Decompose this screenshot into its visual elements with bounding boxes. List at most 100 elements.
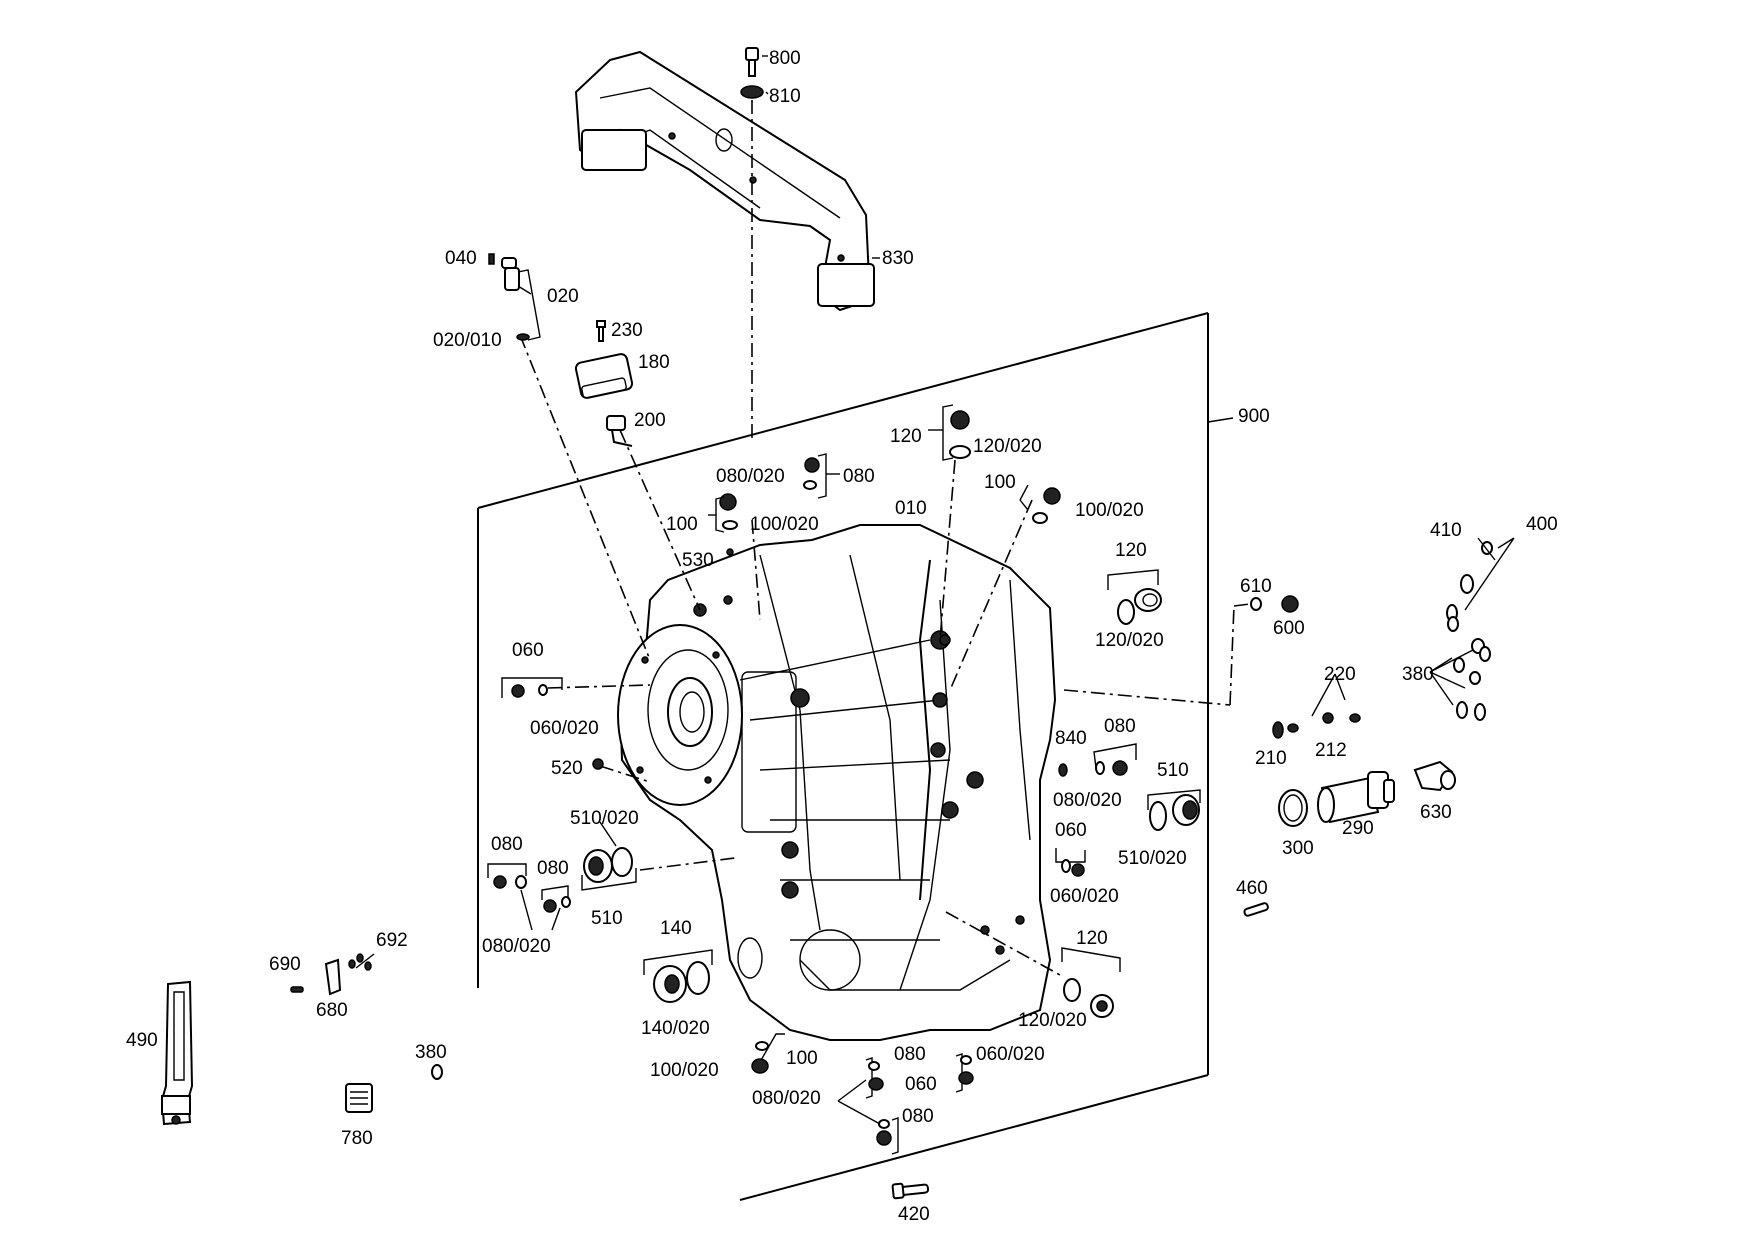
plug-510-left [583, 849, 613, 883]
seal-060-020-right [1061, 859, 1071, 873]
bolt-420 [891, 1182, 930, 1200]
label-060-left: 060 [512, 640, 544, 661]
bracket-020 [517, 269, 541, 341]
label-630: 630 [1420, 802, 1452, 823]
part-530 [726, 548, 734, 556]
support-bracket [574, 50, 875, 312]
label-080-bottomcentre-2: 080 [902, 1106, 934, 1127]
part-labels: 800 810 830 040 020 020/010 230 180 200 … [126, 48, 1558, 1225]
plug-120-mid [1134, 588, 1162, 612]
label-140: 140 [660, 918, 692, 939]
plug-080-bottom-a [868, 1077, 884, 1091]
label-100-020-left: 100/020 [750, 514, 819, 535]
seal-080-020-left [515, 875, 527, 889]
bracket-120-top [942, 404, 954, 461]
bracket-080-top [817, 453, 827, 499]
leader-lines [517, 55, 943, 516]
label-230: 230 [611, 320, 643, 341]
part-212 [1322, 712, 1334, 724]
seal-120-020-mid [1117, 599, 1135, 625]
plug-100-left [719, 493, 737, 511]
label-610: 610 [1240, 576, 1272, 597]
label-080-bottomcentre-1: 080 [894, 1044, 926, 1065]
plug-060-right [1071, 863, 1085, 877]
assembly-lines [519, 100, 1251, 976]
bracket-510-right [1147, 789, 1201, 810]
bracket-080-bottom-b [891, 1117, 899, 1155]
label-290: 290 [1342, 818, 1374, 839]
bracket-100-bottom [759, 1033, 785, 1063]
plug-080-left-a [493, 875, 507, 889]
bracket-080-bottom-a [865, 1057, 873, 1099]
part-840 [1058, 763, 1068, 777]
label-900: 900 [1238, 406, 1270, 427]
parts-692 [348, 953, 372, 971]
label-210: 210 [1255, 748, 1287, 769]
plug-100-bottom [751, 1058, 769, 1074]
plug-080-bottom-b [876, 1130, 892, 1146]
part-040 [488, 253, 495, 265]
seal-120-020-top [949, 445, 971, 459]
label-800: 800 [769, 48, 801, 69]
plug-060-left [511, 684, 525, 698]
label-100-right: 100 [984, 472, 1016, 493]
label-692: 692 [376, 930, 408, 951]
label-380-left: 380 [415, 1042, 447, 1063]
label-140-020: 140/020 [641, 1018, 710, 1039]
label-200: 200 [634, 410, 666, 431]
leader-220 [1311, 673, 1346, 717]
fitting-290 [1317, 771, 1395, 824]
label-010: 010 [895, 498, 927, 519]
label-220: 220 [1324, 664, 1356, 685]
label-020: 020 [547, 286, 579, 307]
label-080-020-right: 080/020 [1053, 790, 1122, 811]
label-020-010: 020/010 [433, 330, 502, 351]
label-060-bottomcentre: 060 [905, 1074, 937, 1095]
label-080-020-top: 080/020 [716, 466, 785, 487]
label-410: 410 [1430, 520, 1462, 541]
label-810: 810 [769, 86, 801, 107]
bolt-800 [745, 47, 759, 77]
plug-120-top [950, 410, 970, 430]
bracket-120-bottom [1061, 947, 1121, 972]
bracket-060-bottom [955, 1053, 963, 1093]
label-100-020-right: 100/020 [1075, 500, 1144, 521]
dipstick-tube-490 [160, 980, 194, 1126]
bracket-140 [643, 949, 713, 975]
label-120-020-top: 120/020 [973, 436, 1042, 457]
part-210 [1272, 721, 1284, 739]
label-510-right: 510 [1157, 760, 1189, 781]
screw-690 [290, 986, 304, 993]
plug-600 [1281, 595, 1299, 613]
plug-080-top [804, 457, 820, 473]
plug-060-bottom [958, 1071, 974, 1085]
seal-020-010 [516, 333, 530, 341]
label-830: 830 [882, 248, 914, 269]
clip-680 [324, 958, 342, 996]
label-120-top: 120 [890, 426, 922, 447]
label-060-right: 060 [1055, 820, 1087, 841]
filter-180 [574, 353, 634, 399]
label-100-020-bottom: 100/020 [650, 1060, 719, 1081]
bracket-060-left [501, 677, 563, 698]
label-plate-780 [345, 1083, 373, 1113]
bracket-060-right [1055, 848, 1086, 863]
bolt-230 [596, 320, 606, 342]
plug-080-right [1112, 760, 1128, 776]
label-530: 530 [682, 550, 714, 571]
o-ring-380-left [431, 1064, 443, 1080]
elbow-630 [1413, 760, 1456, 792]
seal-610 [1250, 597, 1262, 611]
label-510-020-left: 510/020 [570, 808, 639, 829]
label-080-top: 080 [843, 466, 875, 487]
label-212: 212 [1315, 740, 1347, 761]
label-100-bottom: 100 [786, 1048, 818, 1069]
label-380-right: 380 [1402, 664, 1434, 685]
seal-100-020-right [1032, 512, 1048, 524]
label-120-020-bottomright: 120/020 [1018, 1010, 1087, 1031]
seal-060-020-left [538, 684, 548, 696]
label-490: 490 [126, 1030, 158, 1051]
pin-460 [1243, 902, 1269, 917]
bracket-080-right [1093, 743, 1137, 769]
label-420: 420 [898, 1204, 930, 1225]
